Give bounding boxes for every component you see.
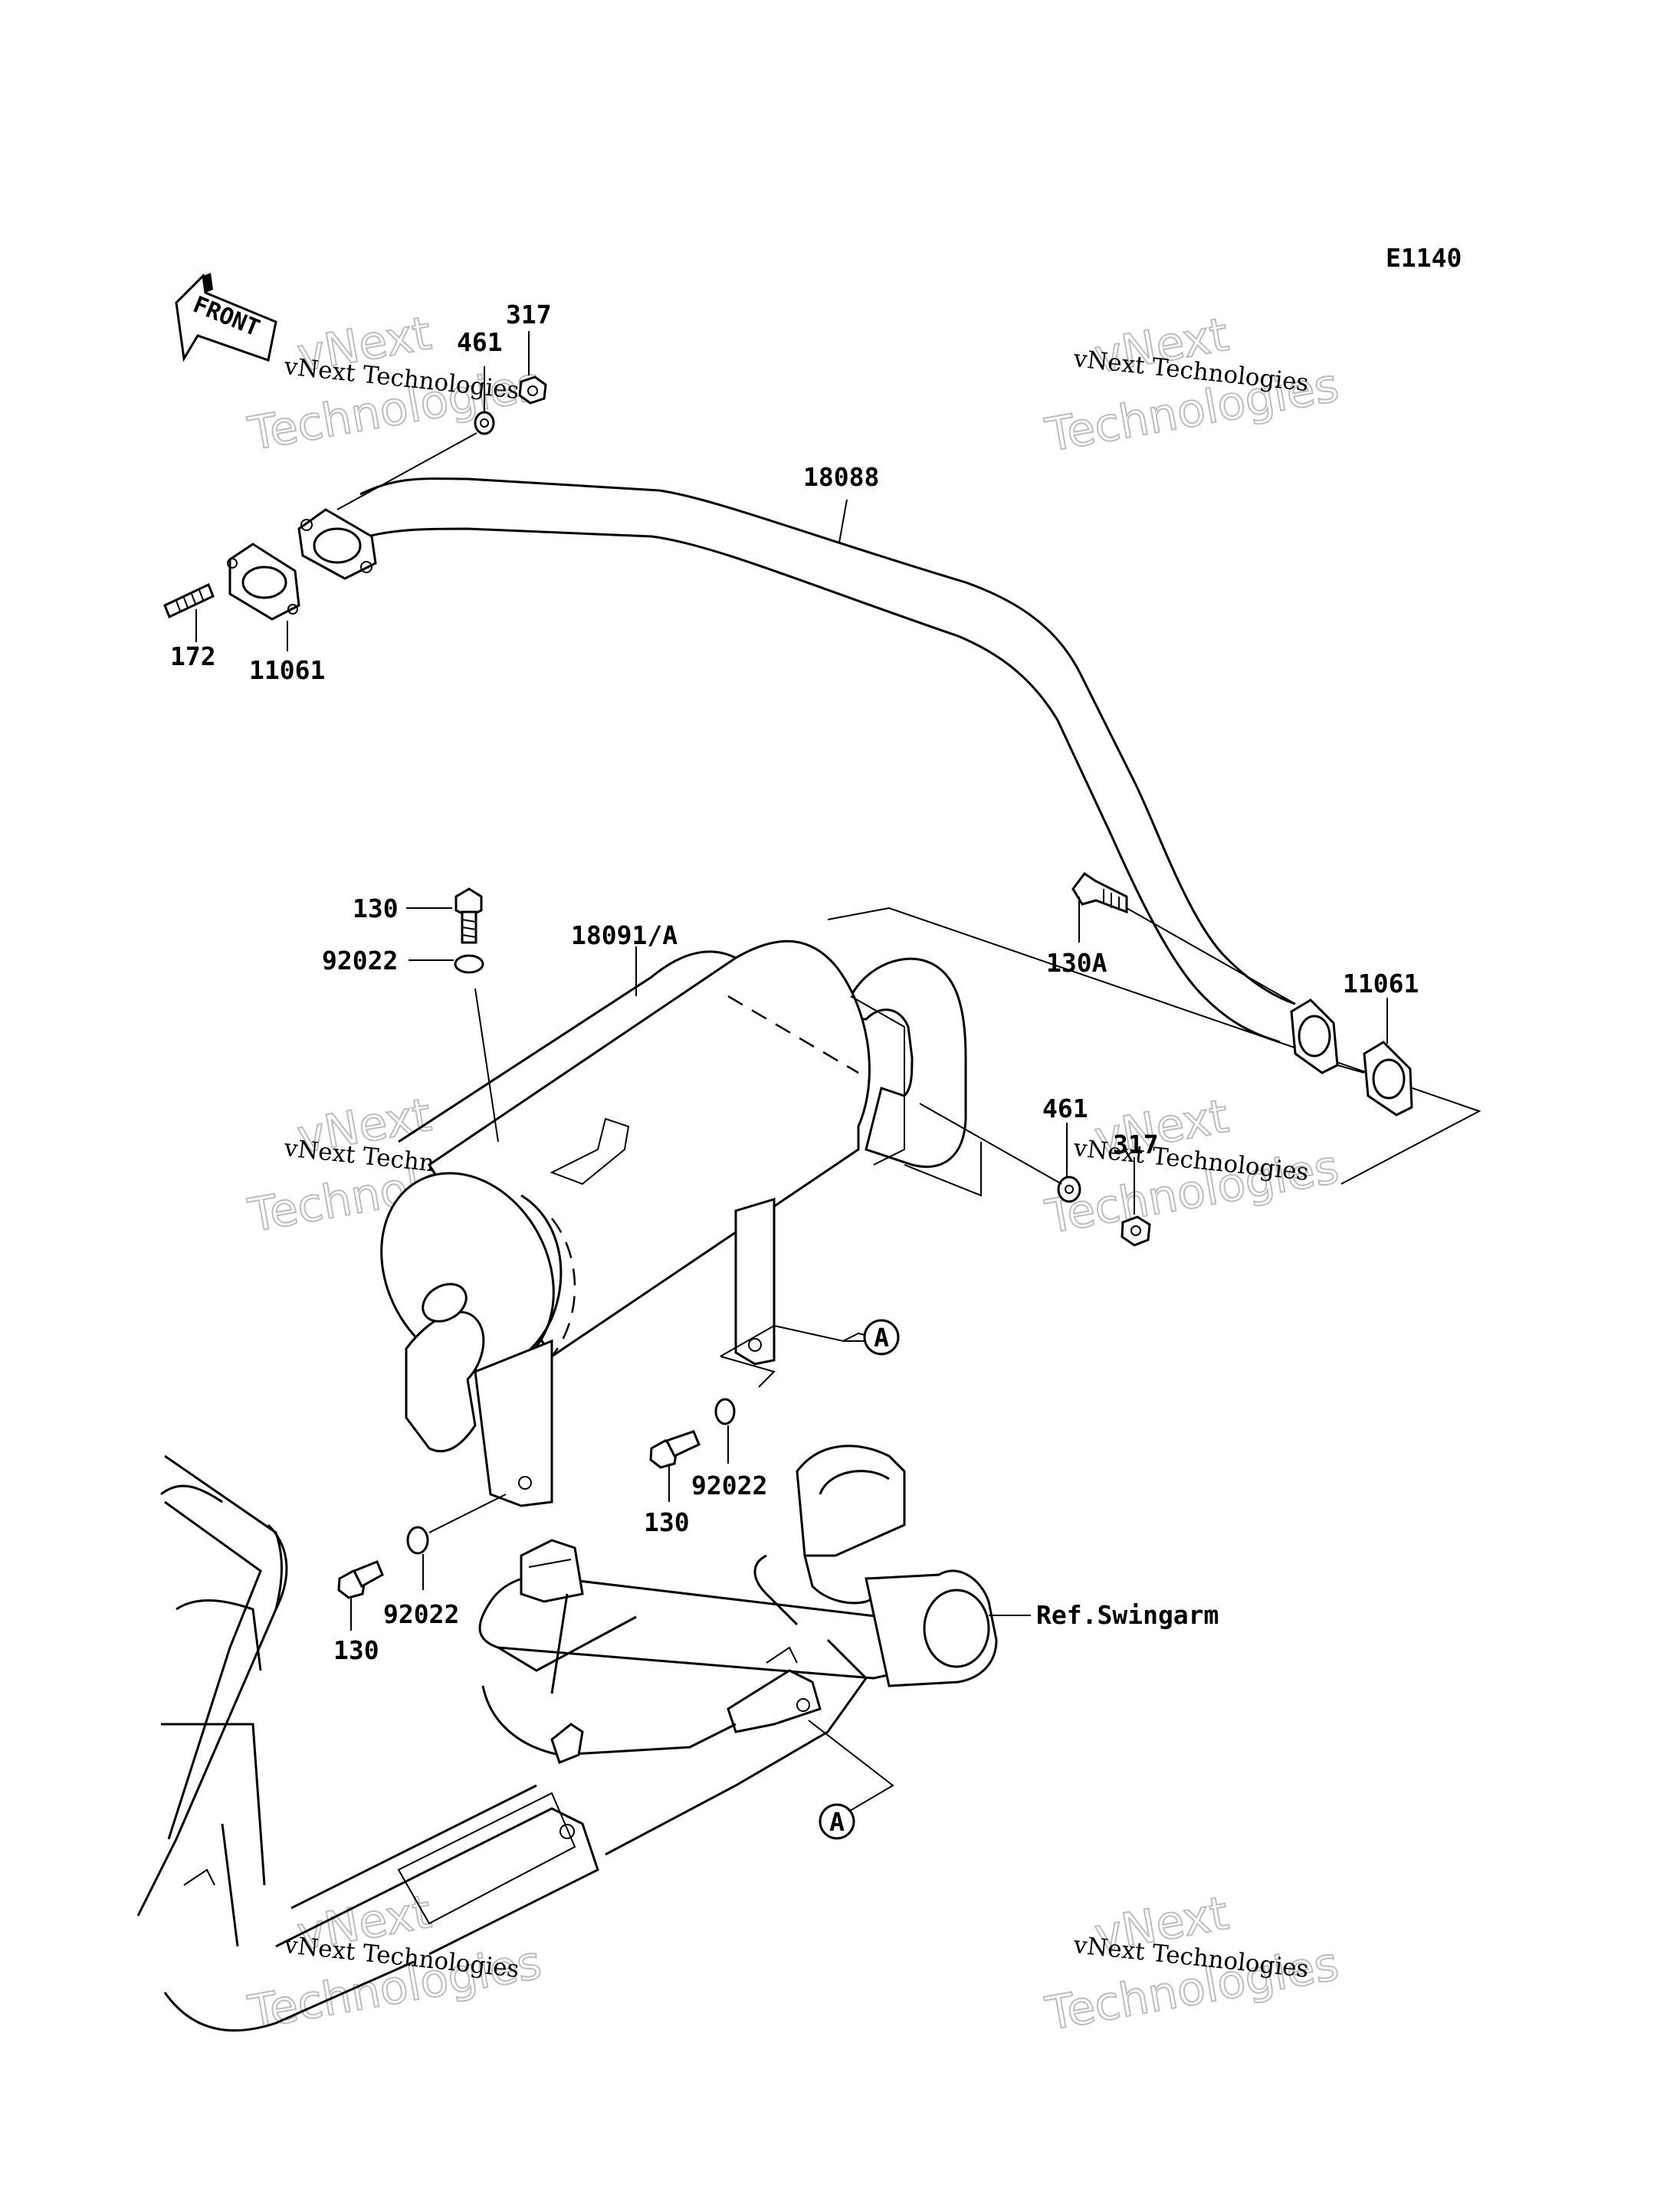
bolt-130a-icon: [1071, 871, 1128, 914]
header-pipe: [359, 477, 1296, 1044]
gasket-right: [1363, 1041, 1413, 1117]
swingarm: [478, 1444, 998, 1856]
callout-461-mid: 461: [1042, 1094, 1088, 1123]
nut-317-mid-icon: [1121, 1215, 1151, 1247]
bolt-130-mid-icon: [649, 1430, 701, 1469]
callout-92022-low: 92022: [383, 1599, 459, 1629]
callout-18088: 18088: [803, 462, 879, 492]
washer-461-mid-icon: [1057, 1176, 1081, 1203]
svg-text:A: A: [829, 1807, 845, 1837]
callout-130-low: 130: [333, 1635, 379, 1665]
callout-130a: 130A: [1046, 948, 1107, 978]
bolt-130-low-icon: [337, 1560, 384, 1599]
nut-317-top-icon: [518, 375, 547, 405]
callout-172: 172: [170, 641, 216, 671]
callout-317-mid: 317: [1113, 1130, 1159, 1159]
muffler: [380, 939, 967, 1507]
stud-172-icon: [163, 582, 215, 619]
reference-a-top: A: [720, 1319, 900, 1388]
washer-92022-low-icon: [406, 1526, 429, 1555]
washer-461-top-icon: [474, 411, 495, 435]
front-arrow-icon: FRONT: [175, 273, 277, 362]
frame: [136, 1454, 599, 2032]
header-flange: [297, 508, 377, 580]
leader-lines: [195, 331, 1388, 1631]
washer-92022-top-icon: [454, 954, 484, 974]
bolt-130-top-icon: [454, 887, 483, 944]
svg-text:A: A: [874, 1323, 889, 1353]
callout-130-mid: 130: [644, 1507, 690, 1537]
callout-11061-left: 11061: [249, 655, 325, 685]
callout-11061-right: 11061: [1343, 969, 1419, 998]
muffler-connection-outline: [827, 907, 1481, 1197]
outlet-flange: [1290, 998, 1339, 1074]
gasket-left: [227, 543, 300, 621]
callout-92022-top: 92022: [322, 946, 398, 976]
washer-92022-mid-icon: [714, 1398, 736, 1425]
callout-18091a: 18091/A: [571, 920, 678, 950]
callout-130-top: 130: [353, 894, 399, 923]
callout-461-top: 461: [457, 327, 503, 357]
callout-92022-mid: 92022: [691, 1471, 767, 1500]
reference-a-bottom: A: [808, 1720, 894, 1840]
callout-317-top: 317: [506, 300, 552, 330]
callout-ref-swingarm: Ref.Swingarm: [1036, 1600, 1219, 1630]
diagram-code: E1140: [1386, 243, 1462, 273]
